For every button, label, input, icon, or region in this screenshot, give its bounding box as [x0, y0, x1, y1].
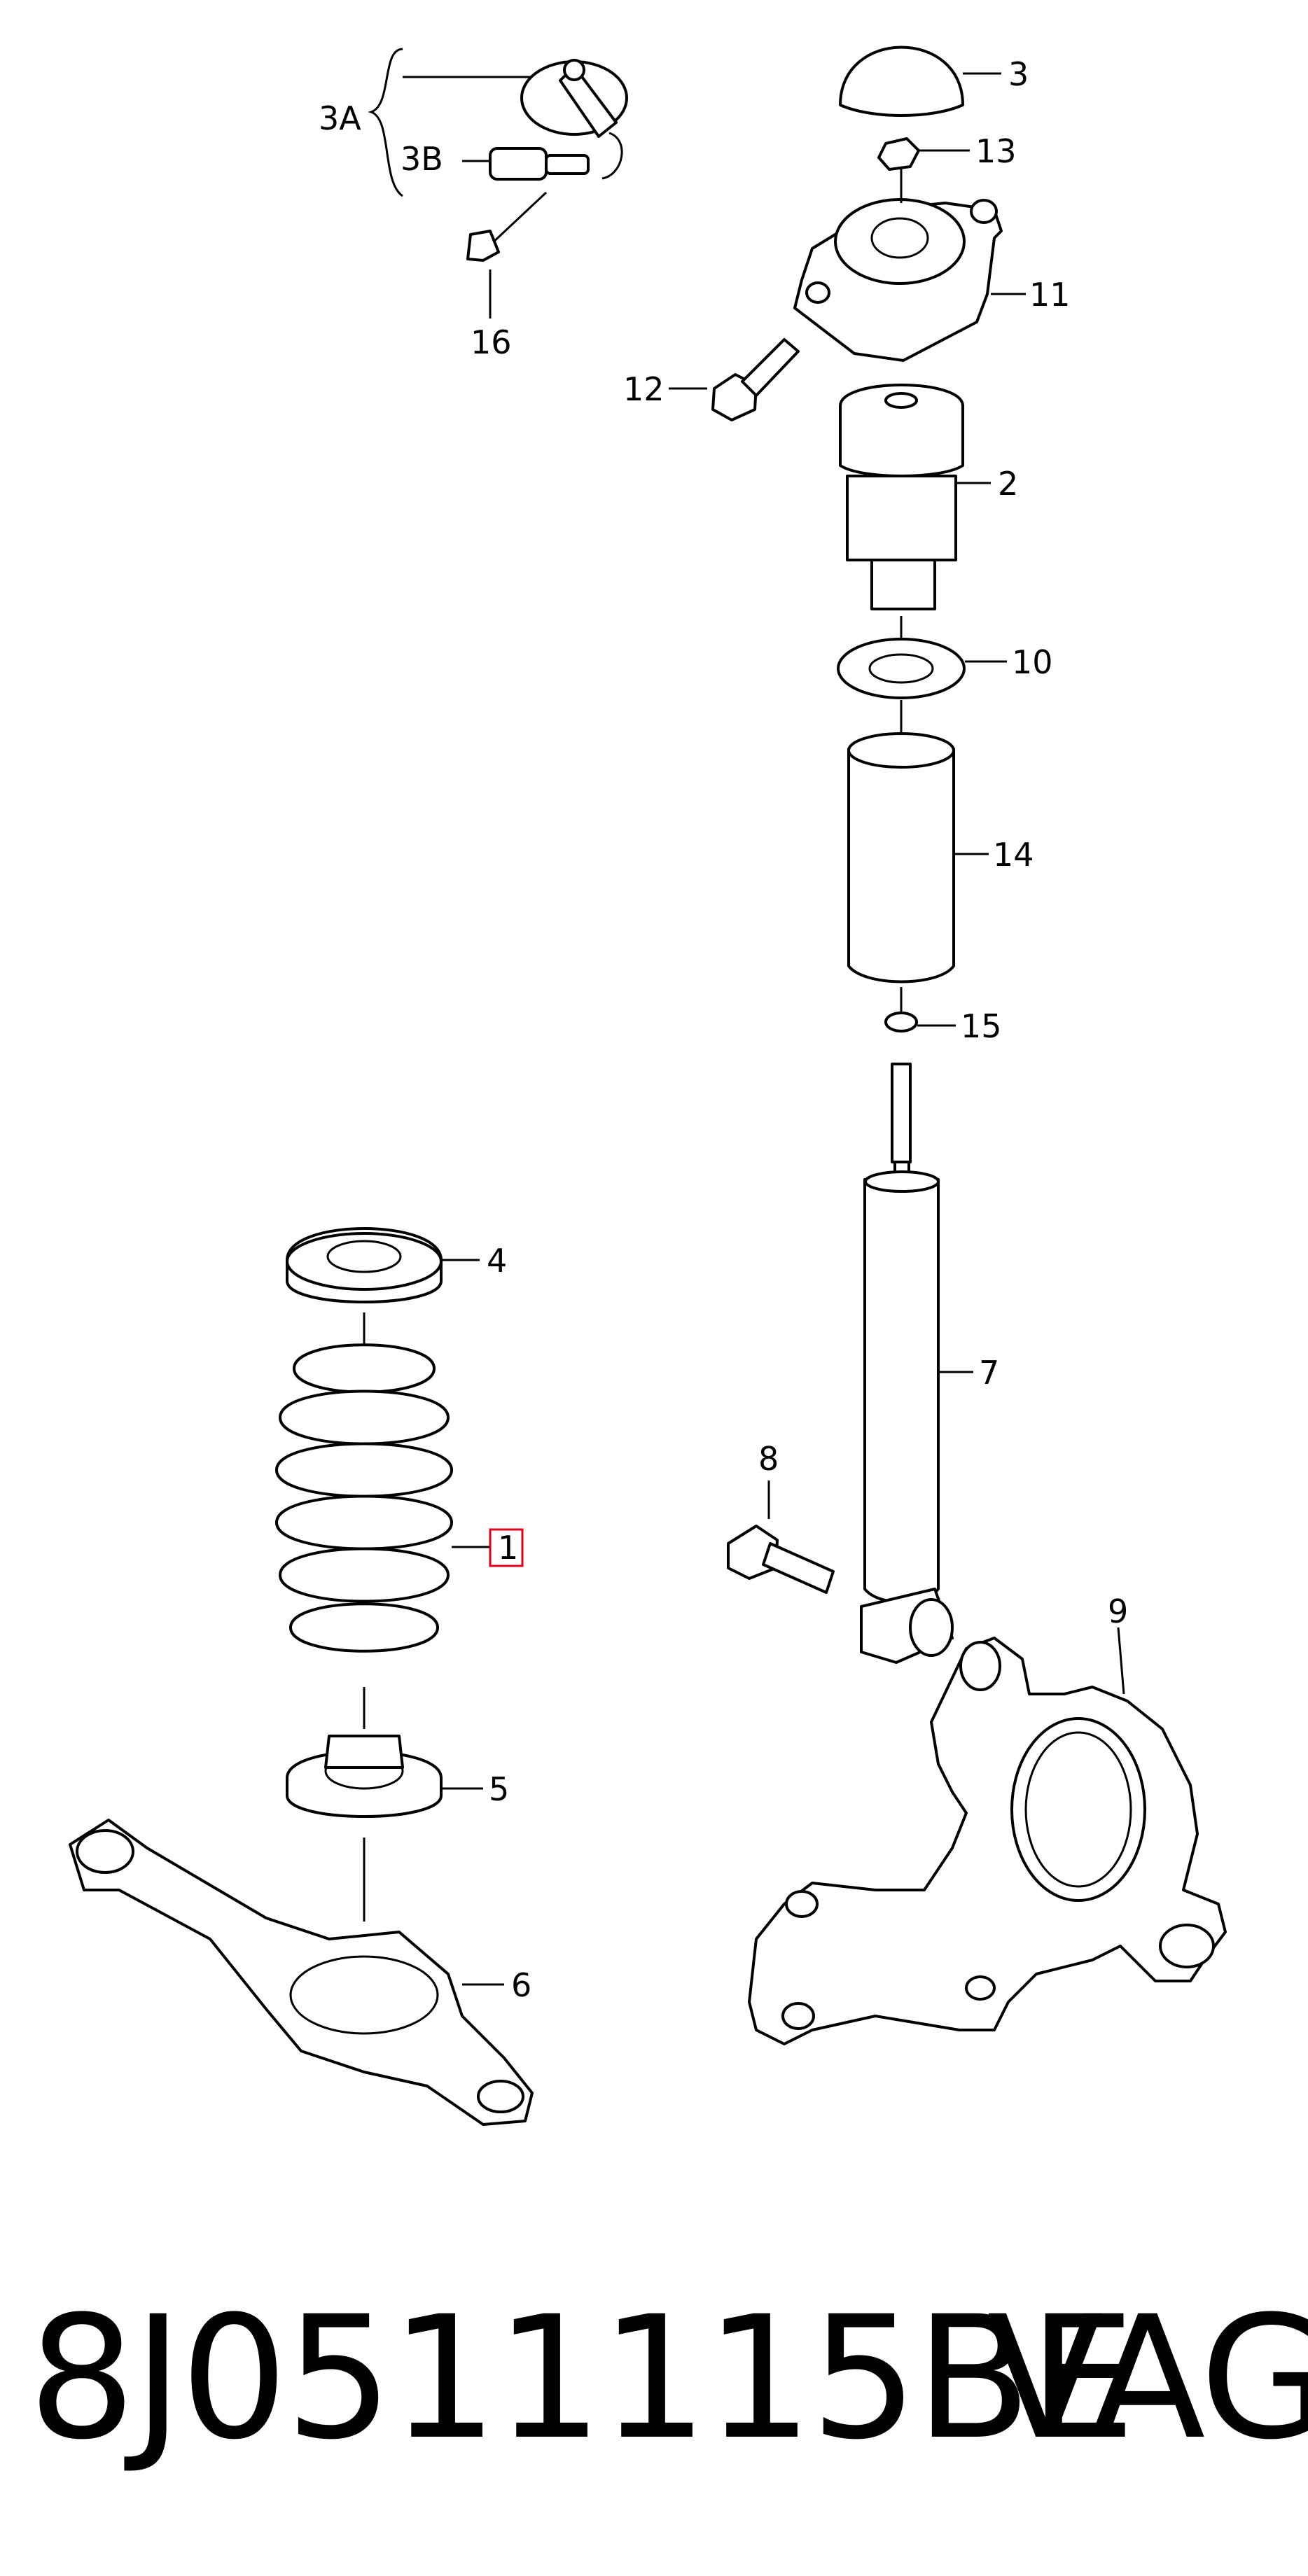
- callout-3: 3: [1008, 55, 1029, 93]
- sensor-assembly: [368, 48, 628, 318]
- part-number-text: 8J0511115BE: [28, 2280, 1136, 2477]
- wheel-carrier: [748, 1627, 1227, 2045]
- upper-spring-seat: [837, 638, 966, 699]
- callout-2: 2: [998, 465, 1018, 503]
- top-mount-stack: [669, 46, 1026, 1032]
- dust-boot: [847, 748, 955, 983]
- callout-16: 16: [471, 323, 512, 361]
- callout-13: 13: [975, 132, 1017, 170]
- coil-spring: [275, 1343, 490, 1729]
- callout-9: 9: [1108, 1592, 1128, 1630]
- shock-absorber: [860, 1063, 973, 1664]
- dust-cap: [839, 46, 964, 117]
- callout-14: 14: [993, 836, 1034, 874]
- bolt-8: [727, 1480, 835, 1594]
- callout-12: 12: [623, 370, 665, 408]
- callout-labels: 3A 3B 16 3 13 11 12 2 10 14 15 4 7 8 1 9…: [319, 55, 1128, 2004]
- nut: [877, 137, 920, 171]
- callout-8: 8: [758, 1440, 779, 1478]
- highlight-box: [489, 1528, 524, 1567]
- callout-10: 10: [1012, 643, 1053, 681]
- callout-3B: 3B: [401, 140, 443, 178]
- washer: [884, 1011, 918, 1032]
- lower-spring-seat: [286, 1735, 483, 1921]
- callout-7: 7: [979, 1354, 999, 1392]
- callout-5: 5: [489, 1770, 509, 1808]
- callout-4: 4: [487, 1242, 507, 1280]
- callout-15: 15: [961, 1007, 1002, 1045]
- callout-6: 6: [511, 1966, 531, 2004]
- upper-spring-plate: [286, 1227, 480, 1354]
- brand-text: VAG: [987, 2280, 1308, 2477]
- callout-3A: 3A: [319, 99, 361, 137]
- bump-stop: [839, 384, 964, 477]
- callout-11: 11: [1029, 276, 1071, 314]
- trailing-arm: [69, 1819, 534, 2126]
- callout-1: 1: [498, 1529, 518, 1567]
